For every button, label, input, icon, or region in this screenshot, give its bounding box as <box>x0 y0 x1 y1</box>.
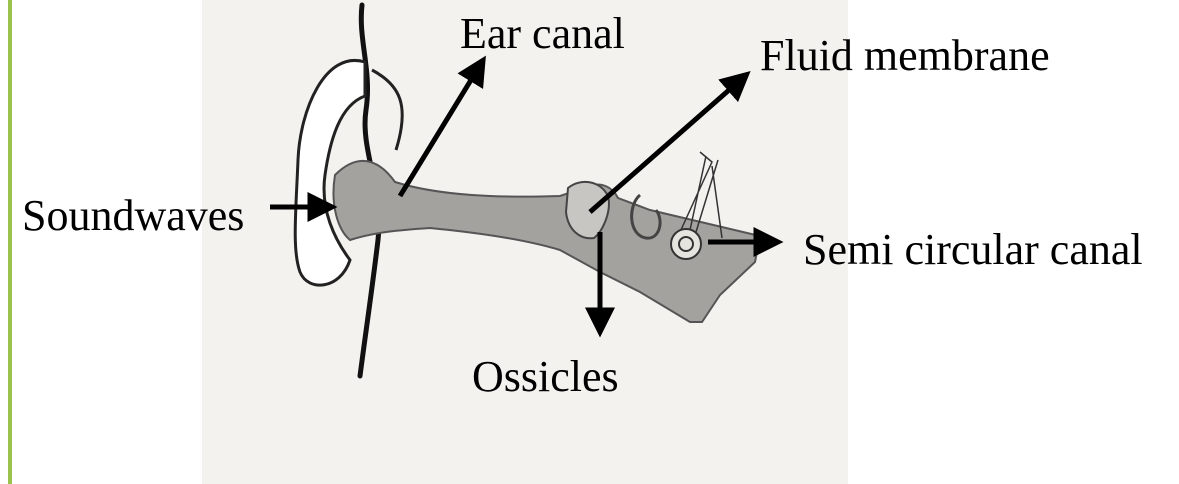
label-soundwaves: Soundwaves <box>22 194 244 238</box>
arrow-fluid-membrane <box>590 76 745 212</box>
label-ossicles: Ossicles <box>472 355 619 399</box>
label-ear-canal: Ear canal <box>460 12 625 56</box>
pinna-rim <box>372 70 402 150</box>
label-semi-circular-canal: Semi circular canal <box>803 228 1143 272</box>
arrow-ear-canal <box>400 62 482 196</box>
label-fluid-membrane: Fluid membrane <box>760 34 1050 78</box>
cochlea-spiral-outer <box>671 229 701 259</box>
